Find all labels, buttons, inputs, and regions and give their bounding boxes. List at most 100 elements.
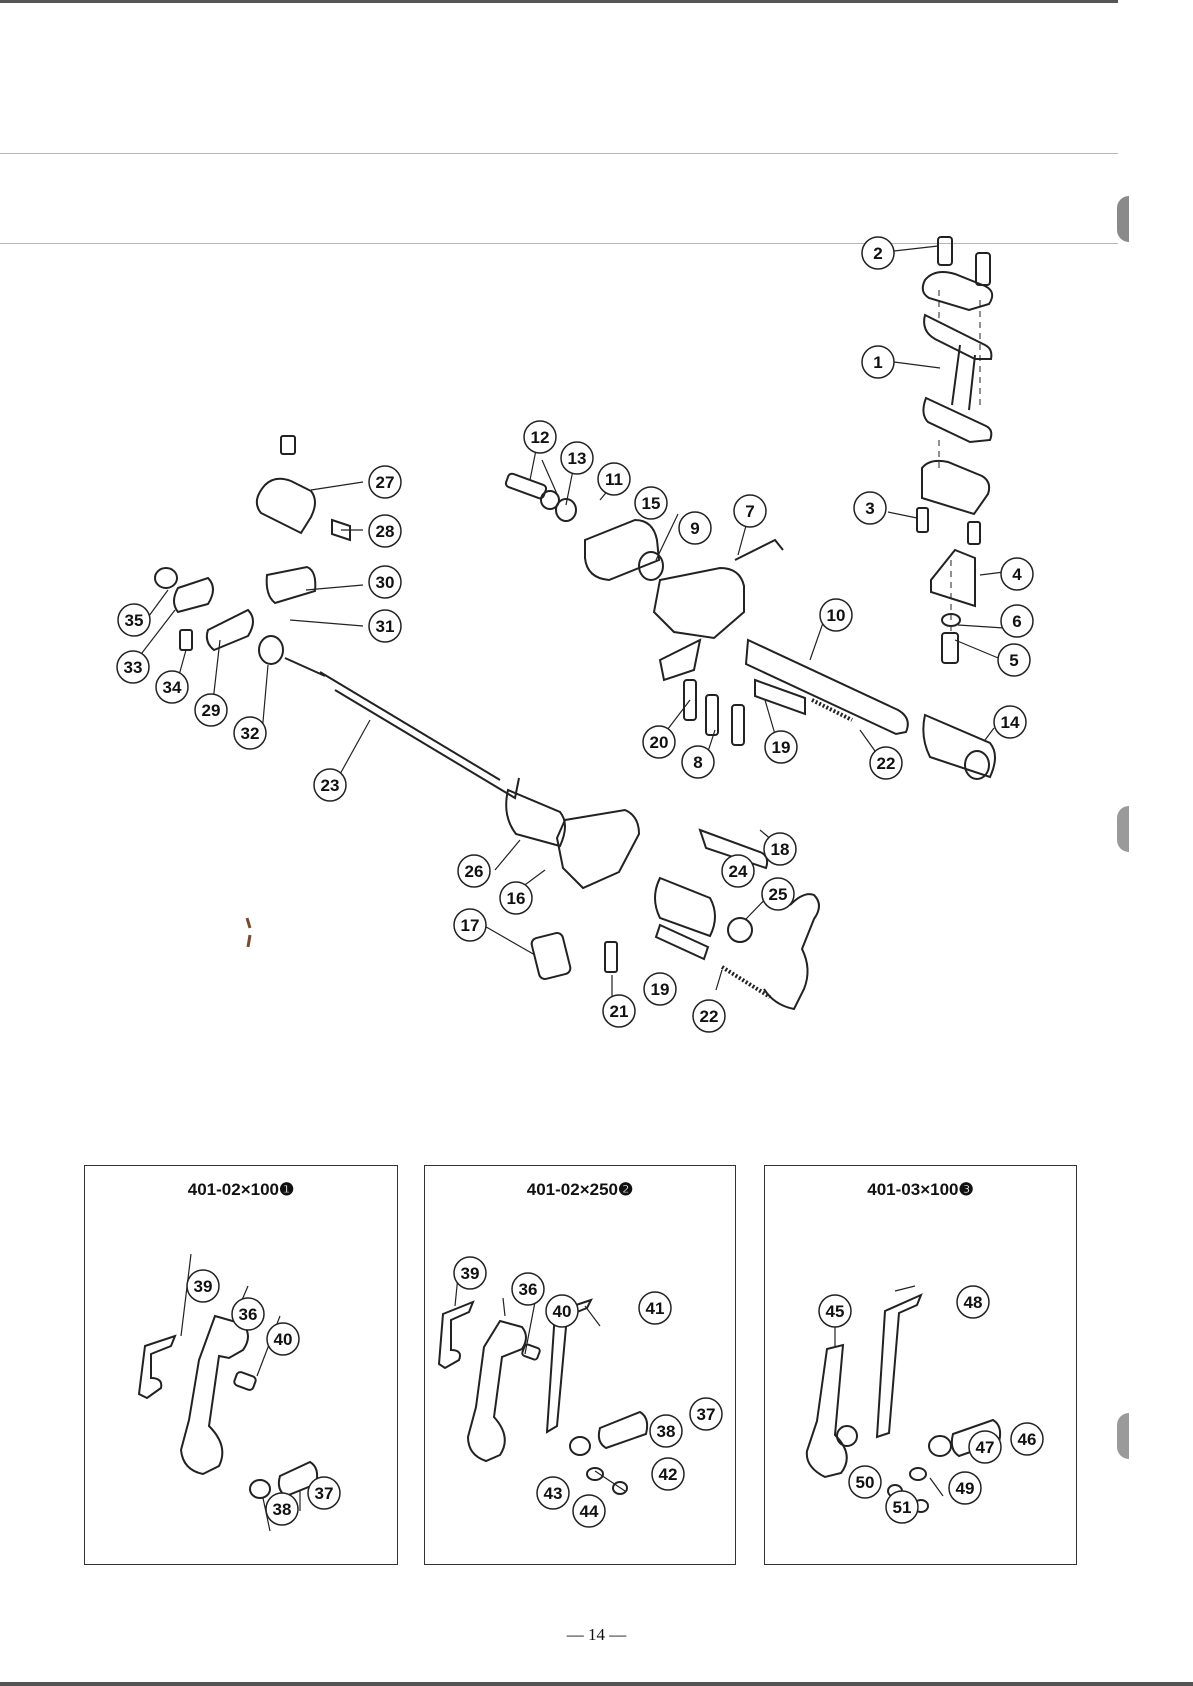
callout-2: 2 [862, 237, 894, 269]
callout-35: 35 [118, 604, 150, 636]
panel-1-callout-38: 38 [266, 1493, 298, 1525]
svg-text:8: 8 [693, 753, 702, 772]
callout-34: 34 [156, 671, 188, 703]
svg-text:36: 36 [239, 1305, 258, 1324]
panel-2-callout-38: 38 [650, 1415, 682, 1447]
variant-panel-3: 401-03×100❸ 45 48 46 47 49 50 51 [764, 1165, 1077, 1565]
panel-1-callout-39: 39 [187, 1270, 219, 1302]
svg-text:51: 51 [893, 1498, 912, 1517]
svg-text:14: 14 [1001, 713, 1020, 732]
svg-text:37: 37 [697, 1405, 716, 1424]
svg-text:23: 23 [321, 776, 340, 795]
svg-text:39: 39 [461, 1264, 480, 1283]
panel-3-drawing: 45 48 46 47 49 50 51 [765, 1166, 1076, 1564]
svg-text:42: 42 [659, 1465, 678, 1484]
svg-text:18: 18 [771, 840, 790, 859]
callout-24: 24 [722, 855, 754, 887]
svg-text:21: 21 [610, 1002, 629, 1021]
svg-text:5: 5 [1009, 651, 1018, 670]
callout-26: 26 [458, 855, 490, 887]
svg-text:25: 25 [769, 885, 788, 904]
callout-11: 11 [598, 463, 630, 495]
svg-text:22: 22 [877, 754, 896, 773]
callout-15: 15 [635, 487, 667, 519]
svg-text:4: 4 [1012, 565, 1022, 584]
svg-text:48: 48 [964, 1293, 983, 1312]
panel-1-callout-36: 36 [232, 1298, 264, 1330]
panel-2-callout-40: 40 [546, 1295, 578, 1327]
callout-16: 16 [500, 882, 532, 914]
panel-3-callout-48: 48 [957, 1286, 989, 1318]
callout-5: 5 [998, 644, 1030, 676]
svg-text:17: 17 [461, 916, 480, 935]
panel-2-callout-39: 39 [454, 1257, 486, 1289]
svg-text:41: 41 [646, 1299, 665, 1318]
panel-3-callout-49: 49 [949, 1472, 981, 1504]
svg-text:49: 49 [956, 1479, 975, 1498]
svg-text:38: 38 [273, 1500, 292, 1519]
callout-3: 3 [854, 492, 886, 524]
svg-text:44: 44 [580, 1502, 599, 1521]
svg-text:10: 10 [827, 606, 846, 625]
bracket-assembly-drawing [917, 237, 992, 663]
svg-text:40: 40 [553, 1302, 572, 1321]
callout-10: 10 [820, 599, 852, 631]
variant-panel-2: 401-02×250❷ 39 36 40 41 37 38 42 43 44 [424, 1165, 736, 1565]
svg-text:2: 2 [873, 244, 882, 263]
bottom-edge-strip [0, 1682, 1193, 1686]
svg-text:50: 50 [856, 1473, 875, 1492]
panel-3-callout-45: 45 [819, 1295, 851, 1327]
svg-text:16: 16 [507, 889, 526, 908]
callout-29: 29 [195, 694, 227, 726]
callout-30: 30 [369, 566, 401, 598]
svg-text:27: 27 [376, 473, 395, 492]
svg-text:33: 33 [124, 658, 143, 677]
svg-text:12: 12 [531, 428, 550, 447]
panel-2-callout-42: 42 [652, 1458, 684, 1490]
callout-31: 31 [369, 610, 401, 642]
panel-2-callout-41: 41 [639, 1292, 671, 1324]
svg-text:34: 34 [163, 678, 182, 697]
svg-text:37: 37 [315, 1484, 334, 1503]
svg-text:47: 47 [976, 1438, 995, 1457]
stray-mark [247, 918, 250, 947]
svg-text:45: 45 [826, 1302, 845, 1321]
panel-3-callout-47: 47 [969, 1431, 1001, 1463]
panel-1-callout-40: 40 [267, 1323, 299, 1355]
svg-text:11: 11 [605, 470, 623, 489]
svg-text:46: 46 [1018, 1430, 1037, 1449]
callout-22b: 22 [693, 1000, 725, 1032]
page-number: — 14 — [0, 1625, 1193, 1645]
svg-text:43: 43 [544, 1484, 563, 1503]
panel-2-callout-44: 44 [573, 1495, 605, 1527]
callout-19a: 19 [765, 731, 797, 763]
callout-18: 18 [764, 833, 796, 865]
svg-text:35: 35 [125, 611, 144, 630]
svg-text:39: 39 [194, 1277, 213, 1296]
svg-text:9: 9 [690, 519, 699, 538]
callout-33: 33 [117, 651, 149, 683]
callout-19b: 19 [644, 973, 676, 1005]
callout-8: 8 [682, 746, 714, 778]
svg-text:19: 19 [772, 738, 791, 757]
callout-22a: 22 [870, 747, 902, 779]
callout-9: 9 [679, 512, 711, 544]
svg-text:36: 36 [519, 1280, 538, 1299]
svg-text:24: 24 [729, 862, 748, 881]
callout-12: 12 [524, 421, 556, 453]
callout-21: 21 [603, 995, 635, 1027]
panel-2-drawing: 39 36 40 41 37 38 42 43 44 [425, 1166, 735, 1564]
variant-panel-1: 401-02×100❶ 39 36 40 38 37 [84, 1165, 398, 1565]
callout-32: 32 [234, 717, 266, 749]
svg-text:22: 22 [700, 1007, 719, 1026]
panel-1-drawing: 39 36 40 38 37 [85, 1166, 397, 1564]
svg-text:20: 20 [650, 733, 669, 752]
callout-6: 6 [1001, 605, 1033, 637]
svg-text:13: 13 [568, 449, 587, 468]
callout-4: 4 [1001, 558, 1033, 590]
svg-text:30: 30 [376, 573, 395, 592]
callout-20: 20 [643, 726, 675, 758]
callout-14: 14 [994, 706, 1026, 738]
svg-text:3: 3 [865, 499, 874, 518]
exploded-parts-diagram: 1 2 3 4 5 6 7 8 9 10 11 12 13 14 15 16 1… [0, 0, 1193, 1100]
